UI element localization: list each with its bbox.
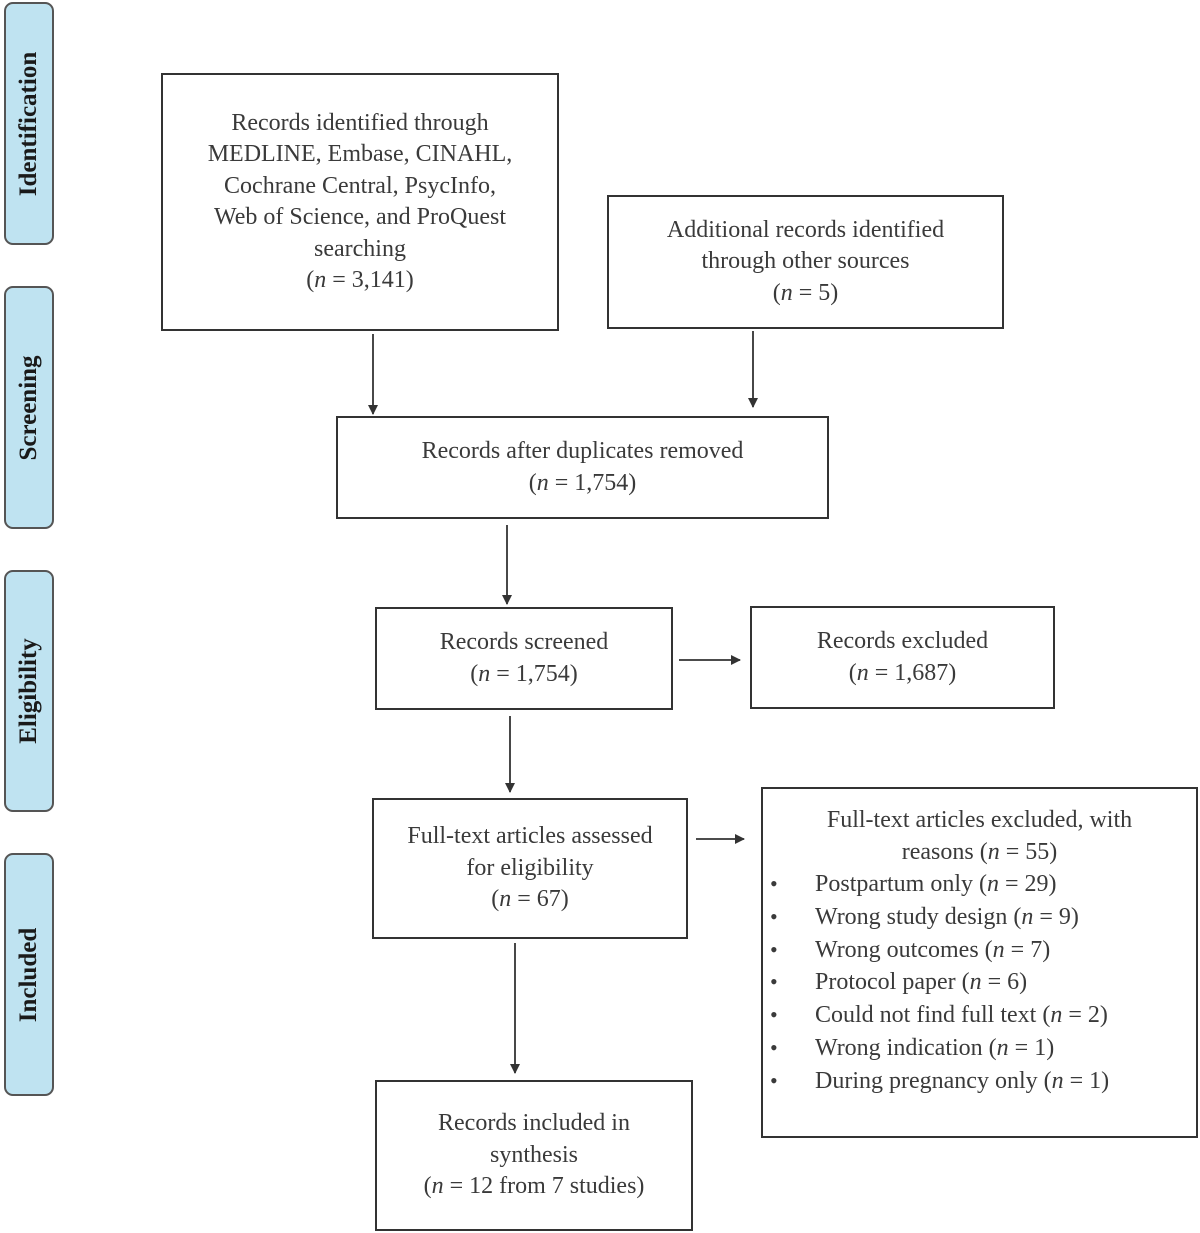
- box-line: Records included in: [438, 1110, 630, 1137]
- box-count: (n = 1,754): [470, 660, 578, 687]
- exclusion-reason-list: Postpartum only (n = 29) Wrong study des…: [770, 868, 1109, 1098]
- box-records-included: Records included in synthesis (n = 12 fr…: [375, 1080, 693, 1231]
- list-item: Could not find full text (n = 2): [770, 999, 1109, 1032]
- box-count: (n = 1,754): [528, 469, 637, 496]
- box-line: Web of Science, and ProQuest: [214, 204, 506, 230]
- phase-identification: Identification: [4, 2, 54, 245]
- box-count: (n = 1,687): [848, 659, 957, 686]
- box-full-text-assessed: Full-text articles assessed for eligibil…: [372, 798, 688, 939]
- box-records-screened: Records screened (n = 1,754): [375, 607, 673, 710]
- box-other-sources: Additional records identified through ot…: [607, 195, 1004, 329]
- box-full-text-excluded: Full-text articles excluded, with reason…: [761, 787, 1198, 1138]
- box-count: (n = 5): [772, 279, 839, 306]
- phase-included: Included: [4, 853, 54, 1096]
- list-item: During pregnancy only (n = 1): [770, 1065, 1109, 1098]
- box-line: Records identified through: [231, 109, 489, 136]
- box-line: MEDLINE, Embase, CINAHL,: [207, 141, 513, 167]
- phase-eligibility: Eligibility: [4, 570, 54, 812]
- box-duplicates-removed: Records after duplicates removed (n = 1,…: [336, 416, 829, 519]
- phase-screening: Screening: [4, 286, 54, 529]
- box-line: Records excluded: [816, 628, 989, 654]
- box-line: Full-text articles assessed: [407, 823, 653, 850]
- box-count: (n = 67): [491, 886, 569, 913]
- box-count: (n = 3,141): [306, 267, 414, 293]
- list-item: Postpartum only (n = 29): [770, 868, 1109, 901]
- box-line: Additional records identified: [666, 216, 945, 243]
- box-line: synthesis: [489, 1141, 578, 1168]
- box-records-excluded: Records excluded (n = 1,687): [750, 606, 1055, 709]
- box-line: Cochrane Central, PsycInfo,: [224, 172, 496, 199]
- list-item: Protocol paper (n = 6): [770, 966, 1109, 999]
- list-item: Wrong indication (n = 1): [770, 1032, 1109, 1065]
- list-item: Wrong study design (n = 9): [770, 901, 1109, 934]
- box-line: searching: [314, 235, 406, 262]
- box-line: through other sources: [701, 248, 910, 275]
- box-database-records: Records identified through MEDLINE, Emba…: [161, 73, 559, 331]
- box-count: reasons (n = 55): [901, 838, 1058, 865]
- box-line: for eligibility: [466, 854, 594, 881]
- list-item: Wrong outcomes (n = 7): [770, 934, 1109, 967]
- box-line: Full-text articles excluded, with: [826, 807, 1133, 833]
- box-count: (n = 12 from 7 studies): [423, 1173, 645, 1200]
- box-line: Records after duplicates removed: [421, 438, 744, 464]
- box-line: Records screened: [439, 629, 609, 655]
